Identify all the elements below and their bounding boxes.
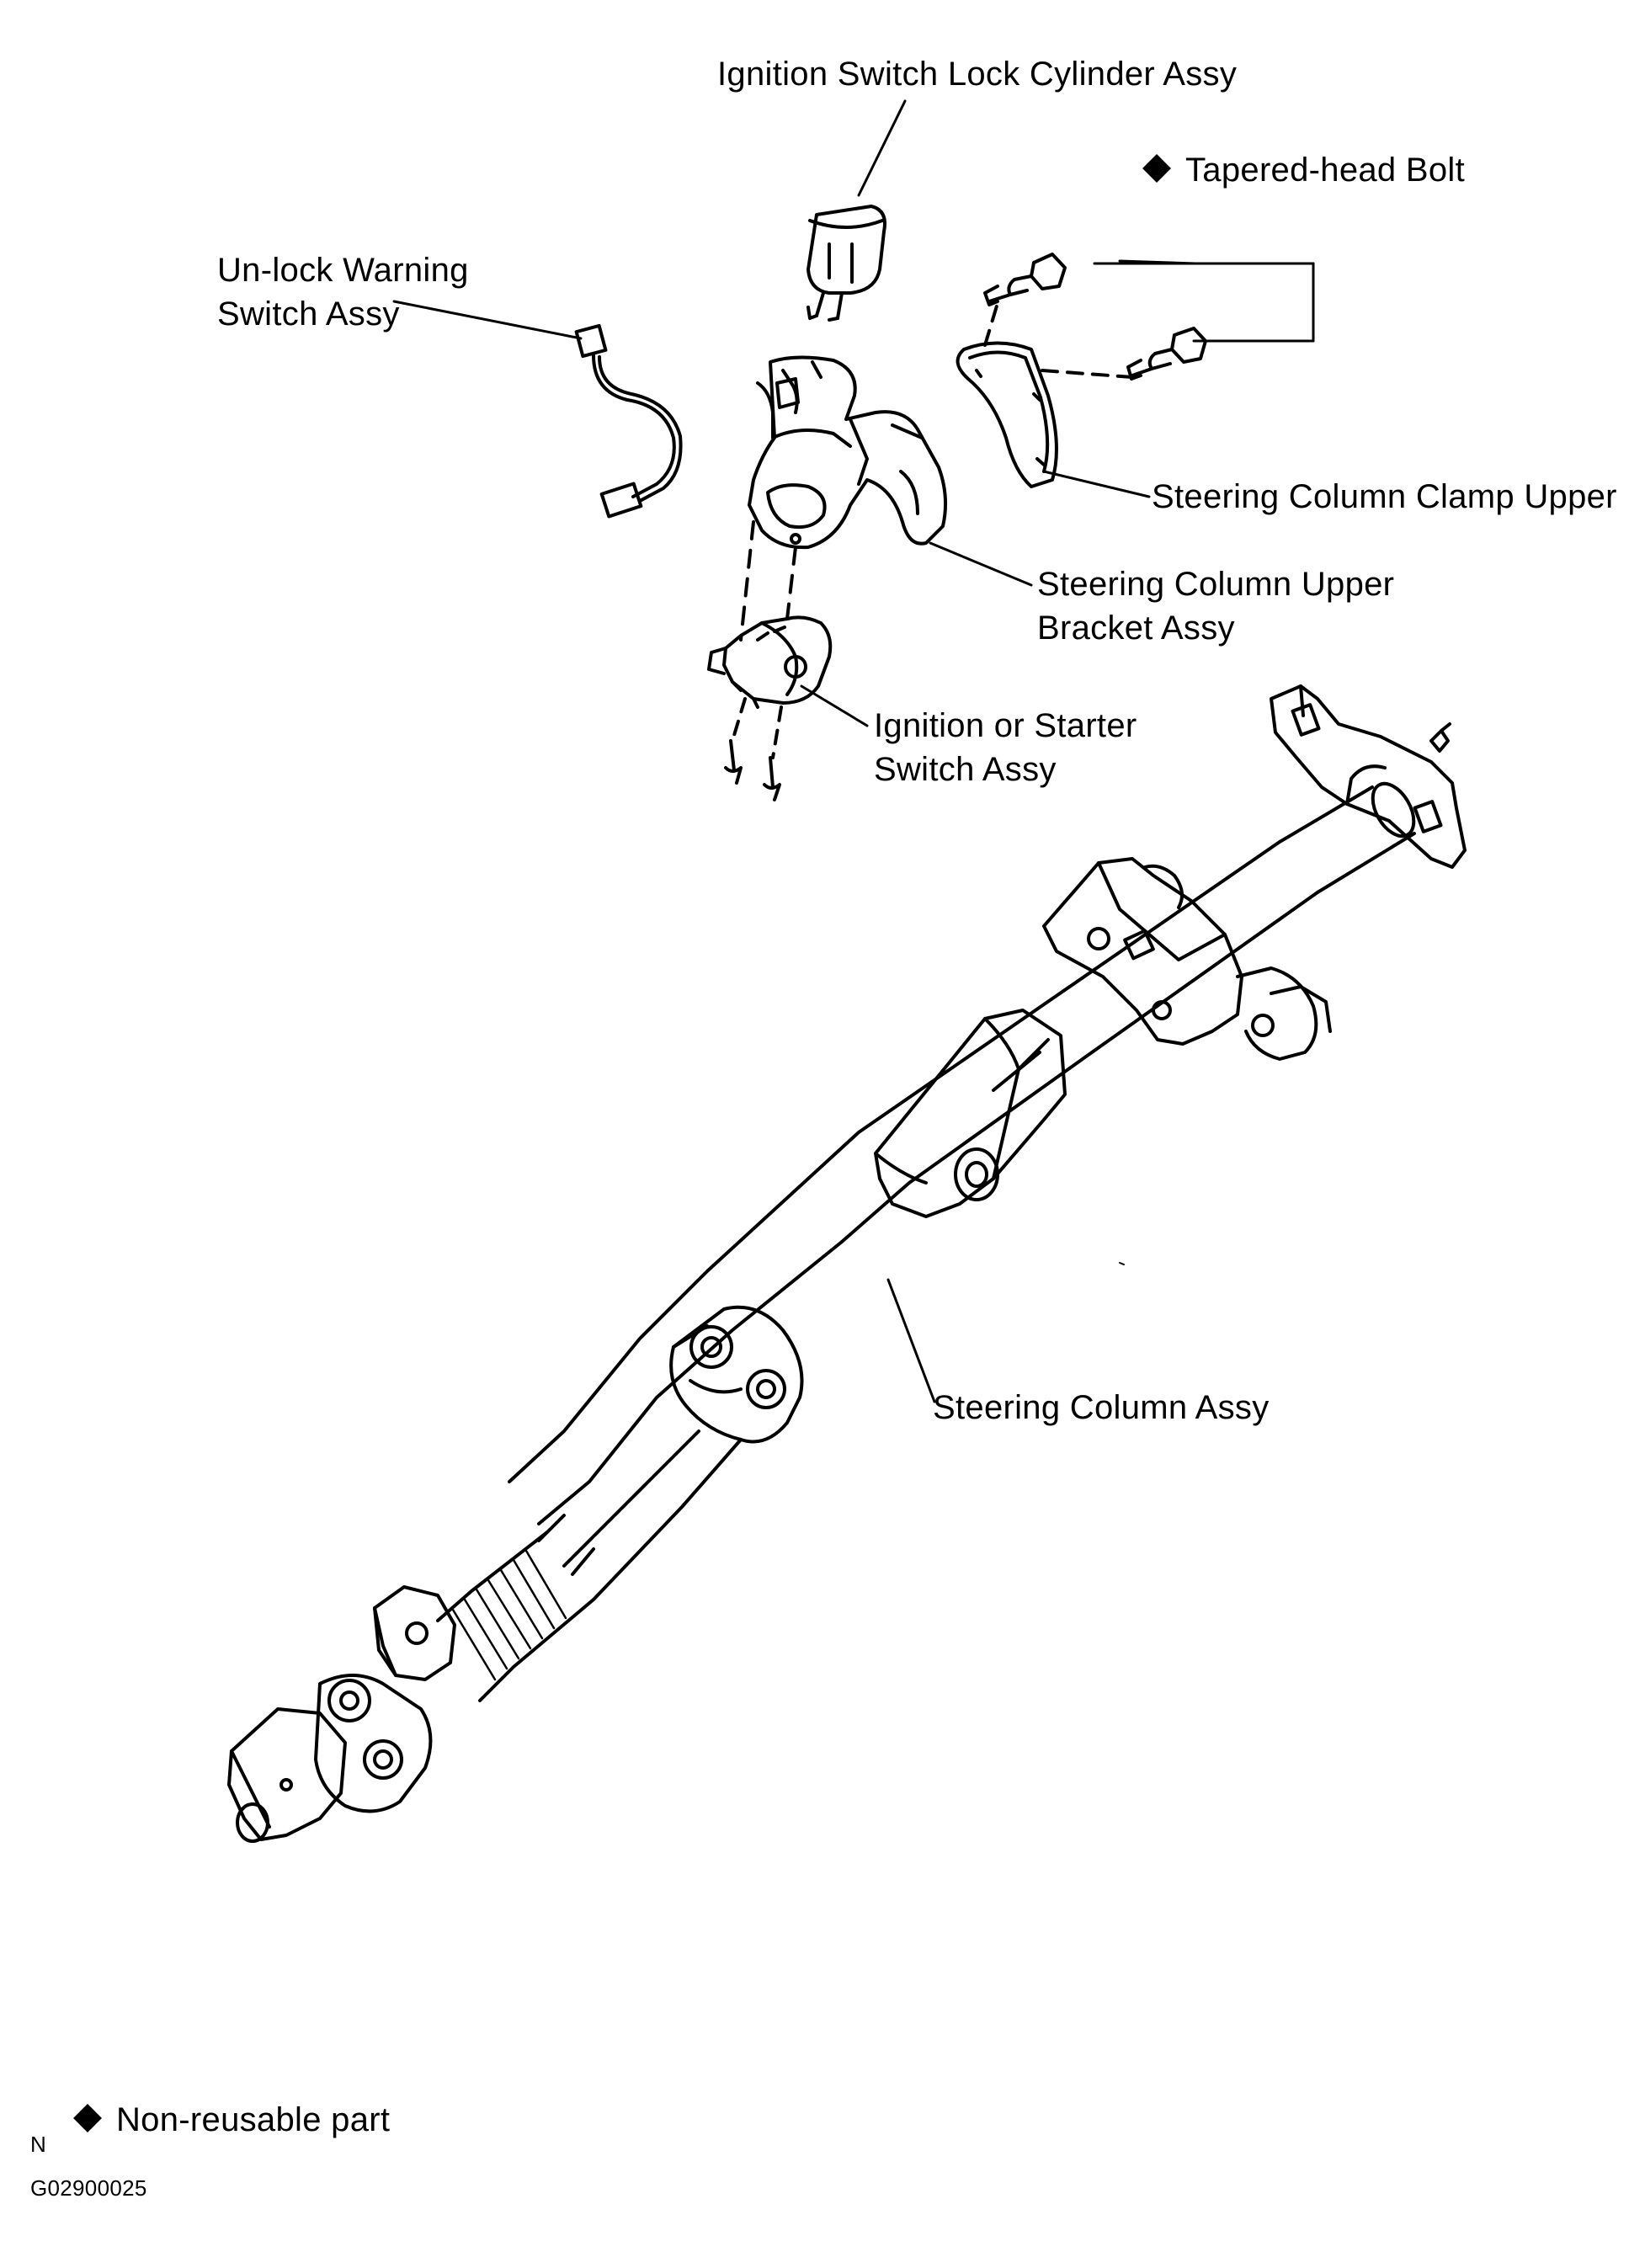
label-upper-bracket-line2: Bracket Assy bbox=[1037, 610, 1235, 647]
non-reusable-diamond-icon bbox=[1142, 154, 1171, 184]
lock-cylinder-drawing bbox=[807, 205, 886, 322]
label-tapered-bolt: Tapered-head Bolt bbox=[1142, 148, 1465, 192]
label-clamp-upper: Steering Column Clamp Upper bbox=[1152, 478, 1617, 515]
steering-column-drawing bbox=[227, 684, 1467, 1843]
label-tapered-bolt-text: Tapered-head Bolt bbox=[1185, 152, 1465, 189]
clamp-upper-drawing bbox=[956, 253, 1207, 488]
figure-code: G02900025 bbox=[30, 2175, 147, 2201]
legend-text: Non-reusable part bbox=[116, 2101, 391, 2138]
stray-mark bbox=[1119, 1262, 1125, 1265]
label-upper-bracket-line1: Steering Column Upper bbox=[1037, 566, 1395, 603]
leader-lines bbox=[392, 99, 1315, 1403]
label-unlock-switch-line2: Switch Assy bbox=[217, 295, 400, 333]
unlock-warning-switch-drawing bbox=[574, 323, 683, 519]
label-lock-cylinder: Ignition Switch Lock Cylinder Assy bbox=[717, 56, 1238, 93]
legend-diamond-icon bbox=[73, 2104, 102, 2133]
upper-bracket-drawing bbox=[748, 355, 947, 550]
label-column-assy: Steering Column Assy bbox=[933, 1389, 1270, 1426]
orientation-mark: N bbox=[30, 2132, 47, 2157]
label-starter-switch-line1: Ignition or Starter bbox=[874, 707, 1137, 744]
legend-non-reusable: Non-reusable part bbox=[73, 2098, 391, 2142]
starter-switch-drawing bbox=[707, 520, 833, 801]
label-unlock-switch-line1: Un-lock Warning bbox=[217, 252, 469, 289]
label-starter-switch-line2: Switch Assy bbox=[874, 751, 1057, 788]
